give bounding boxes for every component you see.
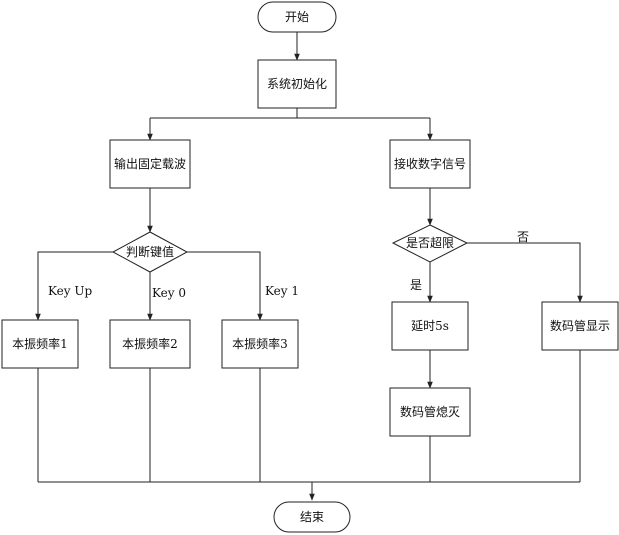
node-freq3: 本振频率3	[221, 319, 299, 369]
node-freq2: 本振频率2	[109, 319, 191, 369]
node-receive: 接收数字信号	[389, 139, 471, 189]
node-delay: 延时5s	[391, 301, 469, 351]
node-freq3-label: 本振频率3	[232, 336, 288, 351]
node-display-label: 数码管显示	[550, 318, 610, 333]
edges	[35, 32, 583, 501]
node-end-label: 结束	[300, 510, 324, 524]
edge-judge-freq3	[187, 251, 263, 321]
node-carrier: 输出固定载波	[109, 139, 191, 189]
label-yes: 是	[410, 278, 422, 292]
node-freq1-label: 本振频率1	[12, 336, 68, 351]
label-key-1: Key 1	[265, 284, 299, 298]
edge-judge-freq1	[35, 251, 113, 321]
node-start: 开始	[257, 1, 337, 33]
label-no: 否	[517, 230, 529, 244]
node-judge-label: 判断键值	[126, 244, 174, 259]
node-delay-label: 延时5s	[411, 319, 449, 333]
node-off: 数码管熄灭	[389, 387, 471, 437]
edge-labels: Key Up Key 0 Key 1 是 否	[48, 230, 529, 300]
node-freq1: 本振频率1	[1, 319, 79, 369]
node-receive-label: 接收数字信号	[394, 156, 466, 171]
node-init-label: 系统初始化	[267, 77, 327, 91]
node-off-label: 数码管熄灭	[400, 404, 460, 419]
node-carrier-label: 输出固定载波	[114, 156, 186, 171]
node-exceed: 是否超限	[391, 224, 469, 263]
edge-exceed-display	[467, 242, 583, 303]
node-init: 系统初始化	[257, 59, 337, 109]
node-start-label: 开始	[285, 10, 309, 24]
node-end: 结束	[273, 501, 351, 533]
node-judge: 判断键值	[111, 231, 189, 273]
label-key-0: Key 0	[152, 286, 186, 300]
node-display: 数码管显示	[541, 301, 619, 351]
node-exceed-label: 是否超限	[406, 235, 454, 250]
node-freq2-label: 本振频率2	[122, 336, 178, 351]
label-key-up: Key Up	[48, 284, 92, 298]
